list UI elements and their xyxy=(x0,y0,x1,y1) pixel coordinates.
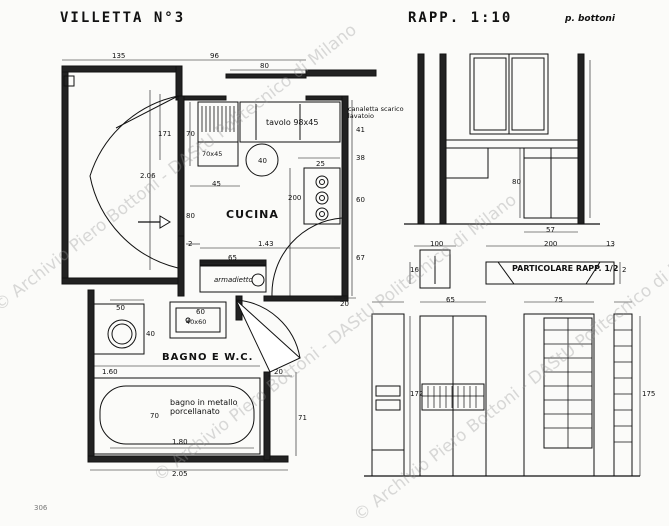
dim-41: 41 xyxy=(356,126,365,134)
elev-dim-80: 80 xyxy=(512,178,521,186)
plan-bath-wall-bottom xyxy=(87,455,289,463)
drawing-author: p. bottoni xyxy=(565,14,615,24)
plan-door-swing-kitchen xyxy=(271,217,343,297)
elev-top-counter xyxy=(445,139,579,149)
dim-25: 25 xyxy=(316,160,325,168)
dim-200: 200 xyxy=(288,194,302,202)
kitchen-cabinet xyxy=(199,265,267,293)
plan-bath-wall-left xyxy=(87,289,95,461)
plan-wall-right xyxy=(341,95,349,297)
elev-dim-100: 100 xyxy=(430,240,444,248)
dim-96: 96 xyxy=(210,52,219,60)
elev-top-sink xyxy=(445,148,489,179)
dim-160: 1.60 xyxy=(102,368,118,376)
elev-top-wall-right xyxy=(577,53,585,225)
plan-bath-wall-right xyxy=(263,371,271,461)
room-label-bathroom: BAGNO E W.C. xyxy=(162,352,254,363)
elev-dim-75: 75 xyxy=(554,296,563,304)
elev-dim-65: 65 xyxy=(446,296,455,304)
dim-40: 40 xyxy=(258,157,267,165)
label-washbasin: 40x60 xyxy=(186,318,207,326)
label-table: tavolo 98x45 xyxy=(266,118,319,127)
dim-20: 20 xyxy=(340,300,349,308)
dim-171: 171 xyxy=(158,130,172,138)
dim-38: 38 xyxy=(356,154,365,162)
elev-dim-16: 16 xyxy=(410,266,419,274)
kitchen-round-table xyxy=(245,143,279,177)
bath-bathtub xyxy=(93,377,261,455)
dim-80b: 80 xyxy=(186,212,195,220)
elev-dim-13: 13 xyxy=(606,240,615,248)
plan-door-swing-entrance xyxy=(89,95,179,269)
room-label-kitchen: CUCINA xyxy=(226,208,279,221)
kitchen-table xyxy=(239,101,341,143)
dim-70b: 70 xyxy=(150,412,159,420)
elev-dim-172: 172 xyxy=(410,390,424,398)
kitchen-stove xyxy=(303,167,341,225)
drawing-title: VILLETTA N°3 xyxy=(60,10,186,26)
dim-71: 71 xyxy=(298,414,307,422)
elev-dim-200: 200 xyxy=(544,240,558,248)
detail-box-2 xyxy=(485,261,615,285)
page-mark: 306 xyxy=(34,504,48,512)
dim-20b: 20 xyxy=(274,368,283,376)
dim-45: 45 xyxy=(212,180,221,188)
bath-washbasin xyxy=(107,319,137,349)
dim-135: 135 xyxy=(112,52,126,60)
kitchen-sink-basin xyxy=(197,141,239,167)
dim-67: 67 xyxy=(356,254,365,262)
dim-180: 1.80 xyxy=(172,438,188,446)
plan-wall-top-left xyxy=(61,65,183,73)
dim-143: 1.43 xyxy=(258,240,274,248)
dim-65: 65 xyxy=(228,254,237,262)
dim-206: 2.06 xyxy=(140,172,156,180)
label-cabinet: armadietto xyxy=(214,276,253,284)
dim-40b: 40 xyxy=(146,330,155,338)
drawing-scale: RAPP. 1:10 xyxy=(408,10,513,26)
label-drain: canaletta scarico lavatoio xyxy=(348,105,404,120)
plan-wall-mid xyxy=(61,277,179,285)
detail-box-1 xyxy=(419,249,451,289)
plan-door-bathroom xyxy=(235,299,301,373)
dim-2: 2 xyxy=(188,240,193,248)
dim-60b: 60 xyxy=(196,308,205,316)
elev-dim-175: 175 xyxy=(642,390,656,398)
elev-dim-2: 2 xyxy=(622,266,627,274)
bath-washbasin-counter xyxy=(93,303,145,355)
bath-wc xyxy=(169,301,227,339)
dim-50: 50 xyxy=(116,304,125,312)
dim-80: 80 xyxy=(260,62,269,70)
dim-70: 70 xyxy=(186,130,195,138)
elev-bottom-cabinet-a xyxy=(371,313,405,477)
dim-205: 2.05 xyxy=(172,470,188,478)
elev-top-wall-left xyxy=(417,53,425,225)
elev-bottom-narrow-shelf xyxy=(613,313,633,477)
plan-column xyxy=(63,75,75,87)
detail-label: PARTICOLARE RAPP. 1/2 xyxy=(512,264,619,273)
dim-60: 60 xyxy=(356,196,365,204)
label-sink-kitchen: 70x45 xyxy=(202,150,223,158)
label-bathtub: bagno in metallo porcellanato xyxy=(170,398,238,416)
elev-dim-57: 57 xyxy=(546,226,555,234)
